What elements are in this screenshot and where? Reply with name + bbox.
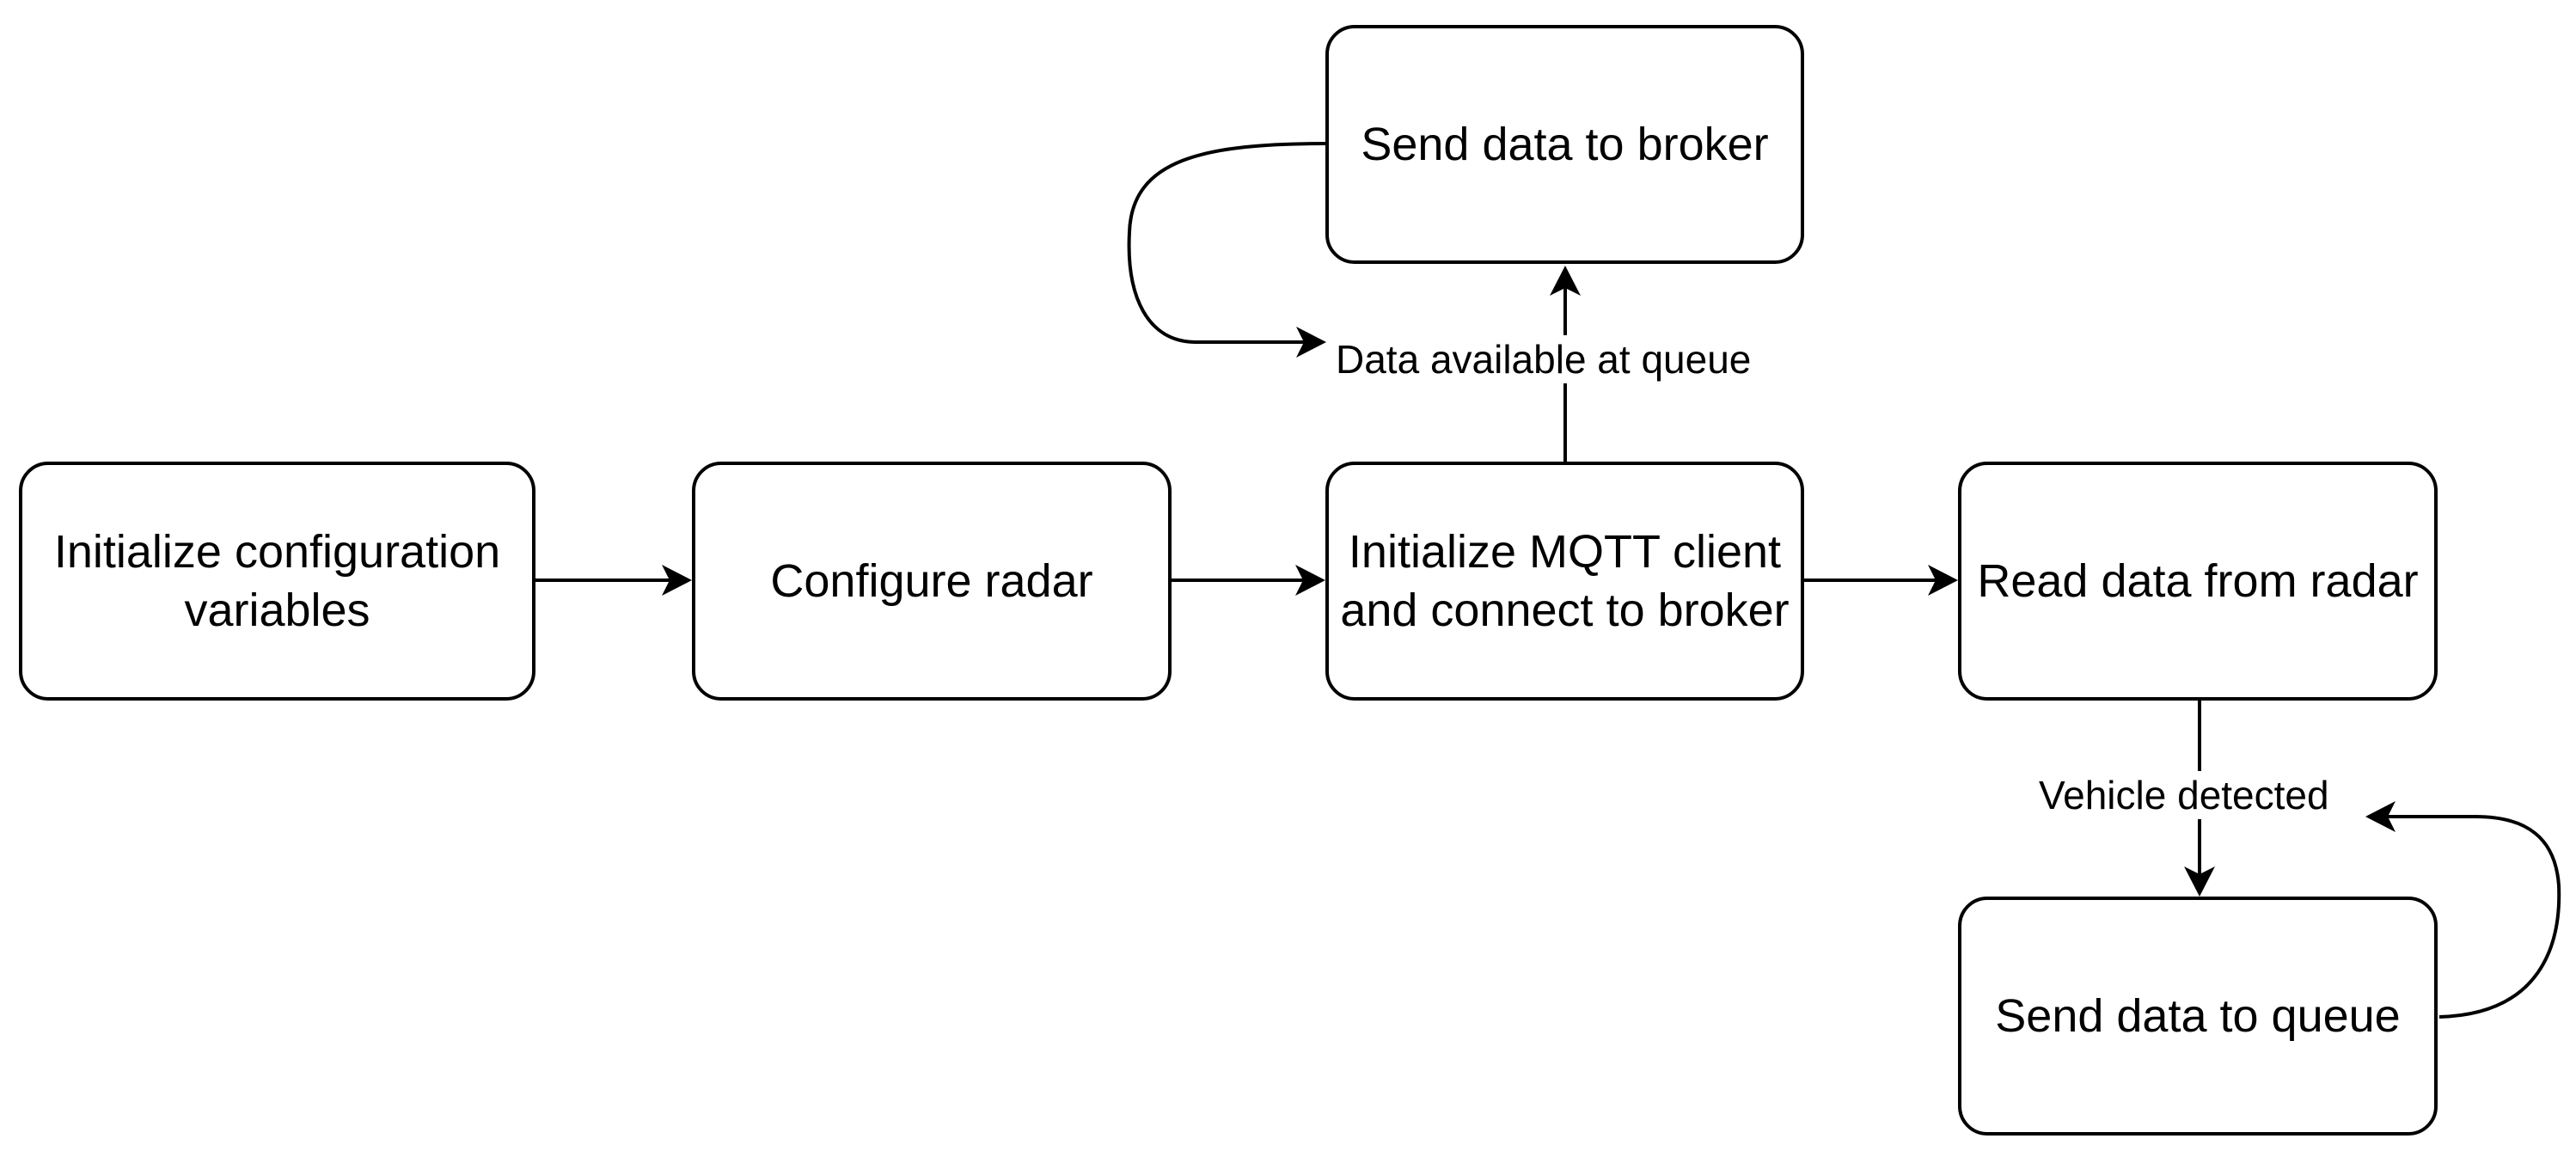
node-initialize-mqtt-client-line-1: Initialize MQTT client xyxy=(1348,526,1782,578)
edge-label-vehicle-detected: Vehicle detected xyxy=(2035,771,2333,819)
node-read-data-from-radar: Read data from radar xyxy=(1958,462,2438,701)
edge-send-broker-loop xyxy=(1127,142,1329,344)
node-send-data-to-queue-label: Send data to queue xyxy=(1995,990,2401,1042)
arrowhead-read-radar xyxy=(1928,565,1958,596)
node-send-data-to-queue: Send data to queue xyxy=(1958,897,2438,1136)
edge-send-queue-loop xyxy=(2388,815,2561,1019)
edge-label-data-available-at-queue: Data available at queue xyxy=(1332,335,1755,383)
node-read-data-from-radar-label: Read data from radar xyxy=(1977,555,2419,607)
node-configure-radar: Configure radar xyxy=(692,462,1172,701)
node-configure-radar-label: Configure radar xyxy=(770,555,1093,607)
node-send-data-to-broker: Send data to broker xyxy=(1325,25,1804,264)
arrowhead-send-queue xyxy=(2184,866,2215,897)
arrowhead-configure-radar xyxy=(662,565,692,596)
arrowhead-init-mqtt xyxy=(1295,565,1325,596)
node-initialize-mqtt-client: Initialize MQTT client and connect to br… xyxy=(1325,462,1804,701)
arrowhead-send-broker-loop xyxy=(1296,327,1326,358)
node-initialize-mqtt-client-line-2: and connect to broker xyxy=(1340,585,1790,636)
node-initialize-configuration-line-1: Initialize configuration xyxy=(53,526,501,578)
node-initialize-configuration-line-2: variables xyxy=(184,585,370,636)
arrowhead-send-broker xyxy=(1550,266,1581,296)
arrowhead-send-queue-loop xyxy=(2365,801,2395,832)
node-initialize-configuration: Initialize configuration variables xyxy=(19,462,535,701)
node-send-data-to-broker-label: Send data to broker xyxy=(1361,119,1769,170)
